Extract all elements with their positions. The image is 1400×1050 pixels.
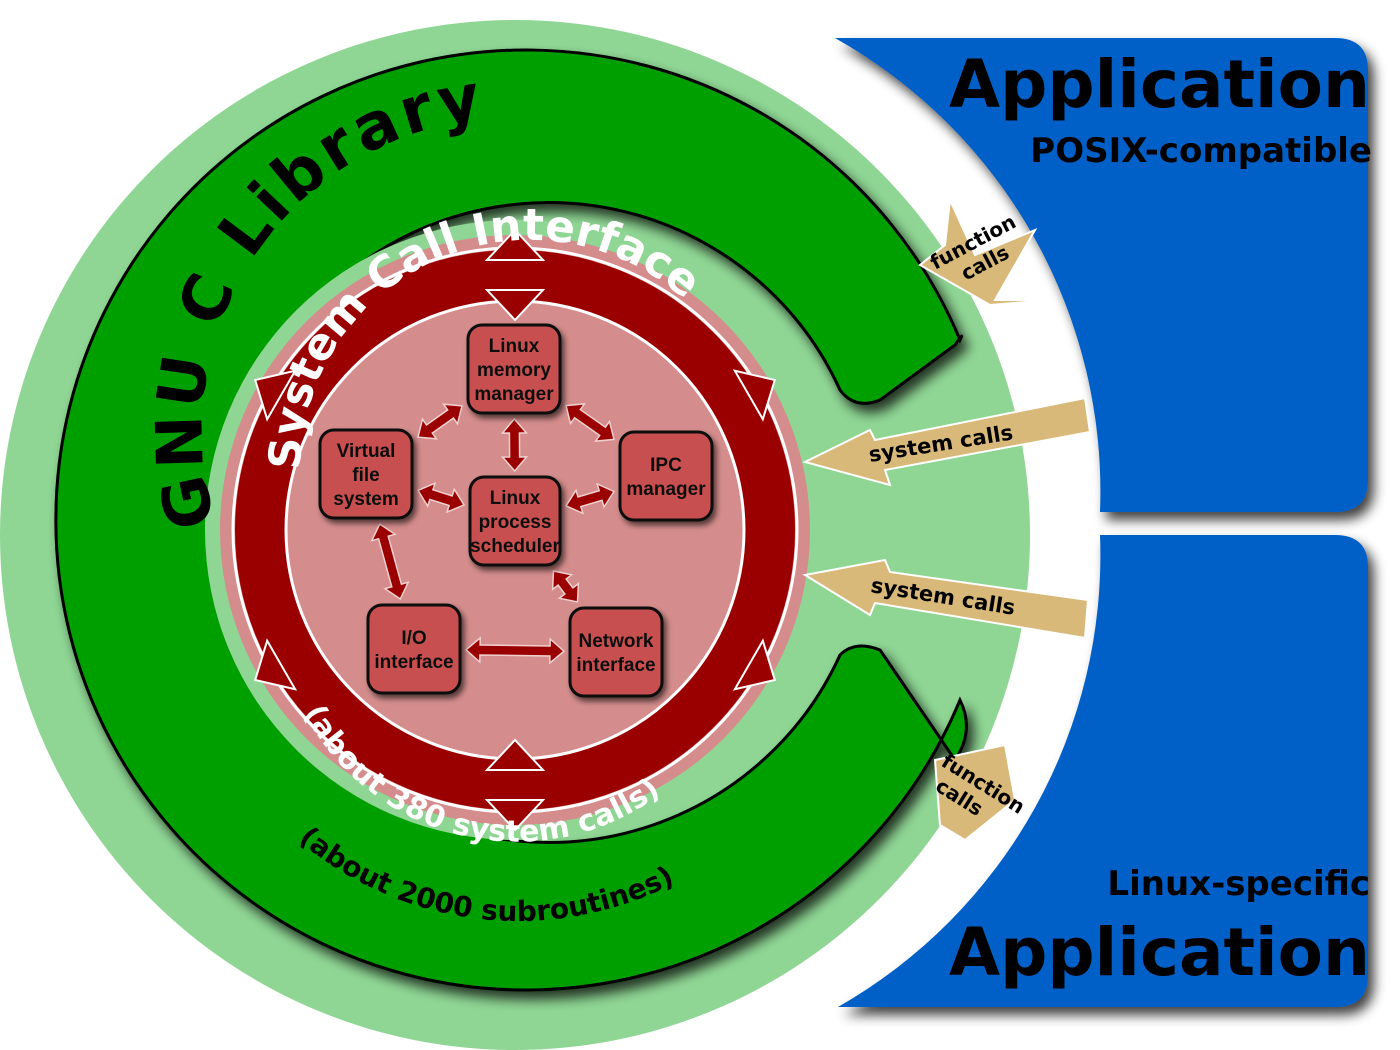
component-label: manager (474, 384, 554, 405)
component-label: scheduler (470, 536, 560, 557)
posix-application-block (835, 38, 1368, 512)
system-calls-arrow-bottom (802, 558, 1090, 640)
syscall-ring-arrows (253, 228, 777, 832)
component-scheduler: Linux process scheduler (468, 475, 562, 567)
component-label: Network (579, 631, 654, 652)
function-calls-arrow-top (918, 196, 1051, 307)
component-label: IPC (650, 455, 682, 476)
posix-application-title: Application (949, 46, 1370, 123)
component-network: Network interface (568, 606, 664, 698)
component-label: I/O (401, 628, 426, 649)
component-label: manager (626, 479, 706, 500)
arrow-memory-scheduler (500, 417, 529, 473)
component-ipc: IPC manager (618, 430, 714, 522)
glibc-c-shape (54, 48, 968, 992)
arrow-scheduler-network (551, 570, 580, 603)
component-label: Virtual (337, 441, 396, 462)
component-label: Linux (490, 488, 541, 509)
arrow-io-network (464, 636, 566, 665)
component-box (366, 603, 462, 695)
component-box (318, 428, 414, 520)
component-arrows (370, 403, 616, 665)
ring-arrowhead (484, 799, 546, 832)
arrow-memory-ipc (565, 403, 615, 442)
ring-arrowhead (732, 638, 777, 691)
component-label: file (352, 465, 379, 486)
component-label: interface (576, 655, 655, 676)
component-label: system (333, 489, 399, 510)
component-box (618, 430, 714, 522)
component-label: Linux (489, 336, 540, 357)
ring-arrowhead (732, 369, 777, 422)
arrow-memory-vfs (417, 403, 463, 440)
linux-application-subtitle: Linux-specific (1107, 864, 1370, 904)
posix-application-subtitle: POSIX-compatible (1030, 131, 1372, 171)
ring-arrowhead (253, 638, 298, 691)
component-label: interface (374, 652, 453, 673)
arrow-vfs-io (370, 522, 410, 601)
component-box (468, 475, 562, 567)
component-box (466, 323, 562, 415)
system-calls-arrow-top (802, 396, 1092, 487)
ring-arrowhead (253, 369, 298, 422)
component-label: process (479, 512, 552, 533)
component-label: memory (477, 360, 551, 381)
linux-application-title: Application (949, 914, 1370, 991)
arrow-vfs-scheduler (416, 481, 466, 514)
component-memory: Linux memory manager (466, 323, 562, 415)
component-vfs: Virtual file system (318, 428, 414, 520)
function-calls-arrow-bottom (933, 743, 1017, 842)
component-box (568, 606, 664, 698)
ring-arrowhead (484, 289, 546, 322)
arrow-scheduler-ipc (564, 482, 616, 515)
component-io: I/O interface (366, 603, 462, 695)
ring-arrowhead (484, 738, 546, 771)
linux-application-block (838, 535, 1368, 1007)
ring-arrowhead (484, 228, 546, 261)
